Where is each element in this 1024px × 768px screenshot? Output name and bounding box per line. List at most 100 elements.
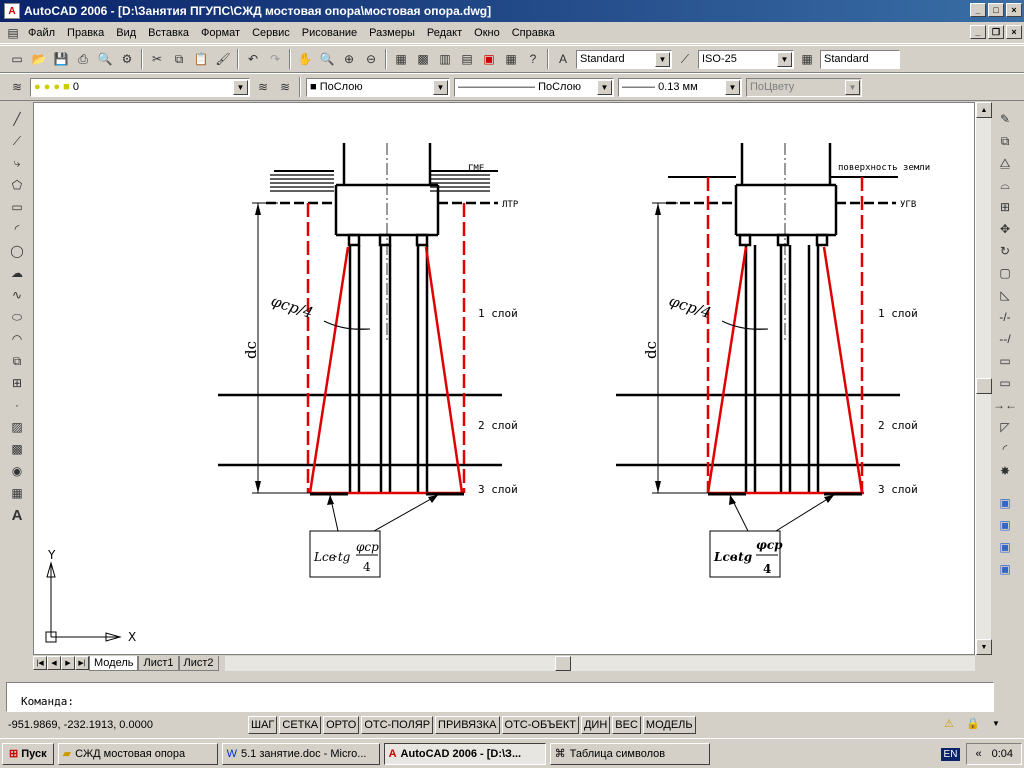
- lineweight-select[interactable]: ——— 0.13 мм▼: [618, 77, 742, 97]
- ellipse-icon[interactable]: ⬭: [11, 309, 23, 324]
- dim-style-select[interactable]: ISO-25▼: [698, 49, 794, 69]
- make-layer-current-icon[interactable]: ≋: [257, 80, 269, 94]
- doc-restore-button[interactable]: ❐: [988, 25, 1004, 39]
- tool-palettes-icon[interactable]: ▥: [439, 52, 451, 66]
- break-icon[interactable]: ▭: [999, 376, 1011, 390]
- sheet-set-icon[interactable]: ▤: [461, 52, 473, 66]
- stretch-icon[interactable]: ◺: [1000, 288, 1010, 302]
- undo-icon[interactable]: ↶: [247, 52, 259, 66]
- new-file-icon[interactable]: ▭: [11, 52, 23, 66]
- menu-help[interactable]: Справка: [511, 26, 555, 39]
- menu-draw[interactable]: Рисование: [301, 26, 358, 39]
- task-autocad[interactable]: A AutoCAD 2006 - [D:\З...: [383, 742, 546, 765]
- document-icon[interactable]: ▤: [7, 25, 19, 40]
- lock-icon[interactable]: 🔒: [966, 718, 980, 730]
- chevron-down-icon[interactable]: ▼: [597, 79, 612, 95]
- prev-tab-icon[interactable]: ◀: [47, 656, 61, 670]
- first-tab-icon[interactable]: |◀: [33, 656, 47, 670]
- doc-minimize-button[interactable]: _: [970, 25, 986, 39]
- layer-select[interactable]: ● ● ● ■ 0 ▼: [30, 77, 250, 97]
- extend-icon[interactable]: --/: [999, 332, 1011, 346]
- tray-expand-icon[interactable]: «: [975, 748, 982, 760]
- polar-button[interactable]: ОТС-ПОЛЯР: [361, 716, 434, 734]
- table-style-icon[interactable]: ▦: [801, 52, 813, 66]
- line-icon[interactable]: ╱: [13, 112, 21, 126]
- insert-block-icon[interactable]: ⧉: [12, 353, 22, 368]
- redo-icon[interactable]: ↷: [269, 52, 281, 66]
- menu-edit[interactable]: Правка: [67, 26, 105, 39]
- design-center-icon[interactable]: ▩: [417, 52, 429, 66]
- next-tab-icon[interactable]: ▶: [61, 656, 75, 670]
- tab-layout2[interactable]: Лист2: [178, 655, 219, 671]
- polyline-icon[interactable]: ⤷: [13, 155, 21, 170]
- snap-button[interactable]: ШАГ: [248, 716, 278, 734]
- chevron-down-icon[interactable]: ▼: [233, 79, 248, 95]
- array-icon[interactable]: ⊞: [999, 200, 1011, 214]
- menu-tools[interactable]: Сервис: [252, 26, 290, 39]
- task-folder[interactable]: ▰ СЖД мостовая опора: [57, 742, 218, 765]
- multiline-text-icon[interactable]: A: [11, 506, 23, 524]
- explode-icon[interactable]: ✸: [999, 464, 1011, 478]
- text-style-select[interactable]: Standard▼: [576, 49, 672, 69]
- preview-icon[interactable]: 🔍: [97, 52, 113, 66]
- layer-manager-icon[interactable]: ≋: [11, 80, 23, 94]
- save-icon[interactable]: 💾: [53, 52, 69, 66]
- model-button[interactable]: МОДЕЛЬ: [642, 716, 696, 734]
- chamfer-icon[interactable]: ◸: [1000, 420, 1010, 434]
- horizontal-scrollbar[interactable]: [224, 655, 975, 671]
- chevron-down-icon[interactable]: ▼: [433, 79, 448, 95]
- construction-line-icon[interactable]: ⟋: [12, 133, 22, 148]
- calculator-icon[interactable]: ▦: [505, 52, 517, 66]
- layer-previous-icon[interactable]: ≋: [279, 80, 291, 94]
- hatch-icon[interactable]: ▨: [11, 420, 23, 434]
- color-select[interactable]: ■ ПоСлою▼: [306, 77, 450, 97]
- paste-icon[interactable]: 📋: [193, 52, 209, 66]
- gradient-icon[interactable]: ▩: [11, 442, 23, 456]
- table-icon[interactable]: ▦: [11, 486, 23, 500]
- tab-model[interactable]: Модель: [89, 655, 139, 671]
- clock[interactable]: 0:04: [991, 748, 1013, 760]
- menu-modify[interactable]: Редакт: [426, 26, 463, 39]
- language-indicator[interactable]: EN: [940, 747, 961, 761]
- horizontal-scroll-thumb[interactable]: [554, 655, 571, 671]
- coordinates-readout[interactable]: -951.9869, -232.1913, 0.0000: [8, 719, 153, 731]
- copy-object-icon[interactable]: ⧉: [1000, 133, 1010, 148]
- menu-insert[interactable]: Вставка: [148, 26, 190, 39]
- markup-icon[interactable]: ▣: [483, 52, 495, 66]
- zoom-previous-icon[interactable]: ⊖: [365, 52, 377, 66]
- grid-button[interactable]: СЕТКА: [279, 716, 322, 734]
- break-at-point-icon[interactable]: ▭: [999, 354, 1011, 368]
- mirror-icon[interactable]: ⧋: [999, 155, 1011, 170]
- ortho-button[interactable]: ОРТО: [323, 716, 360, 734]
- plot-icon[interactable]: ⎙: [78, 51, 88, 66]
- minimize-button[interactable]: _: [970, 3, 986, 17]
- lwt-button[interactable]: ВЕС: [612, 716, 641, 734]
- zoom-window-icon[interactable]: ⊕: [343, 52, 355, 66]
- status-menu-chevron-icon[interactable]: ▼: [992, 719, 1000, 728]
- rotate-icon[interactable]: ↻: [999, 244, 1011, 258]
- linetype-select[interactable]: ——————— ПоСлою▼: [454, 77, 614, 97]
- chevron-down-icon[interactable]: ▼: [725, 79, 740, 95]
- spline-icon[interactable]: ∿: [11, 288, 23, 302]
- revision-cloud-icon[interactable]: ☁: [11, 266, 23, 280]
- table-style-select[interactable]: Standard: [820, 49, 900, 69]
- bring-to-front-icon[interactable]: ▣: [999, 496, 1011, 510]
- pan-icon[interactable]: ✋: [297, 52, 313, 66]
- chevron-down-icon[interactable]: ▼: [777, 51, 792, 67]
- task-charmap[interactable]: ⌘ Таблица символов: [549, 742, 710, 765]
- last-tab-icon[interactable]: ▶|: [75, 656, 89, 670]
- properties-icon[interactable]: ▦: [395, 52, 407, 66]
- scroll-up-icon[interactable]: ▲: [976, 102, 992, 118]
- help-icon[interactable]: ?: [529, 52, 537, 66]
- chevron-down-icon[interactable]: ▼: [655, 51, 670, 67]
- doc-close-button[interactable]: ×: [1006, 25, 1022, 39]
- vertical-scroll-thumb[interactable]: [976, 378, 992, 394]
- bring-above-icon[interactable]: ▣: [999, 540, 1011, 554]
- region-icon[interactable]: ◉: [11, 464, 23, 478]
- cut-icon[interactable]: ✂: [151, 52, 163, 66]
- drawing-canvas[interactable]: ГМЕ ЛТР 1 слой: [33, 102, 975, 655]
- join-icon[interactable]: →←: [993, 398, 1017, 412]
- menu-view[interactable]: Вид: [116, 26, 137, 39]
- menu-file[interactable]: Файл: [28, 26, 56, 39]
- text-style-icon[interactable]: A: [558, 52, 567, 66]
